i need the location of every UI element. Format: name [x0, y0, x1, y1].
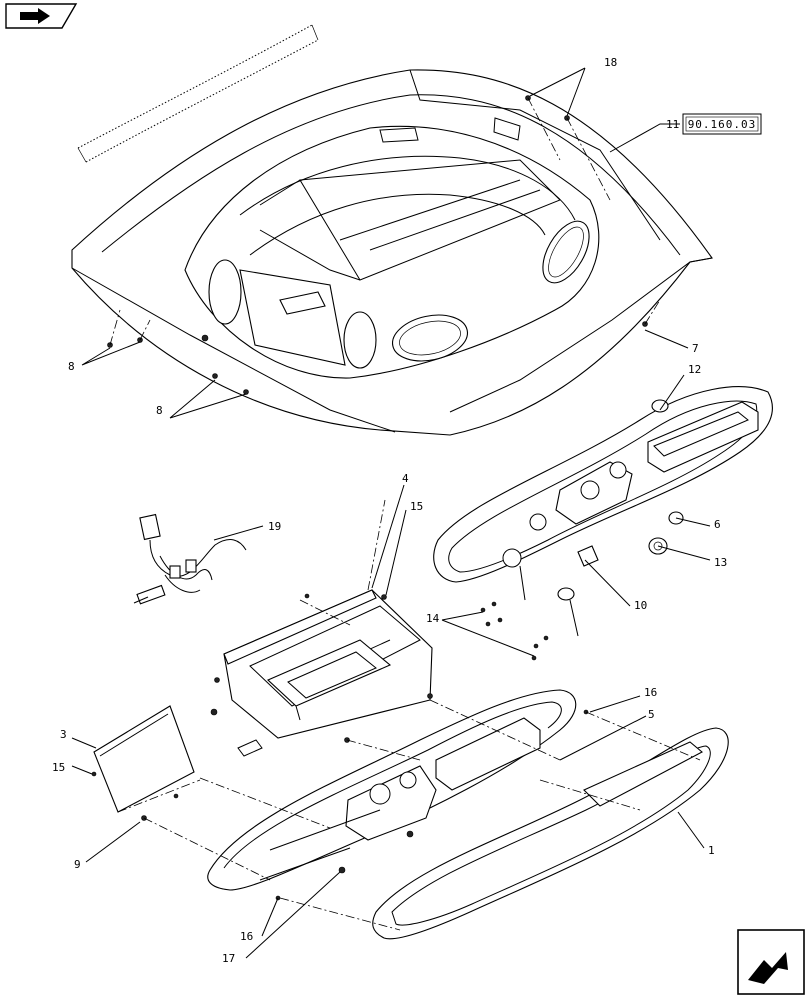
callout-18: 18 [604, 56, 617, 69]
upper-console [433, 386, 773, 583]
callout-13: 13 [714, 556, 727, 569]
back-arrow-icon[interactable] [5, 3, 78, 29]
callout-16-left: 16 [240, 930, 253, 943]
reference-code: 90.160.03 [688, 118, 757, 131]
console-hardware [480, 399, 684, 661]
callout-11: 11 [666, 118, 679, 131]
callout-7: 7 [692, 342, 699, 355]
callout-6: 6 [714, 518, 721, 531]
roof-shell [71, 69, 713, 436]
wiring-harness [133, 513, 247, 605]
callout-15-lower: 15 [52, 761, 65, 774]
reference-box: 90.160.03 [682, 113, 762, 135]
callout-labels: 18 11 7 8 8 12 4 15 19 6 13 10 14 16 5 3… [52, 56, 727, 965]
trim-bezel [372, 727, 729, 940]
callout-9: 9 [74, 858, 81, 871]
lower-console [207, 689, 589, 901]
next-page-arrow-icon[interactable] [737, 929, 805, 995]
callout-14: 14 [426, 612, 440, 625]
weather-strip [77, 24, 319, 163]
callout-8-upper: 8 [68, 360, 75, 373]
callout-16-right: 16 [644, 686, 657, 699]
callout-12: 12 [688, 363, 701, 376]
callout-5: 5 [648, 708, 655, 721]
callout-17: 17 [222, 952, 235, 965]
callout-8-lower: 8 [156, 404, 163, 417]
callout-4: 4 [402, 472, 409, 485]
roof-screws [107, 95, 661, 395]
callout-10: 10 [634, 599, 647, 612]
callout-3: 3 [60, 728, 67, 741]
mounting-bracket [210, 499, 433, 757]
callout-19: 19 [268, 520, 281, 533]
callout-1: 1 [708, 844, 715, 857]
alignment-lines [117, 699, 701, 931]
callout-15-upper: 15 [410, 500, 423, 513]
cover-plate [91, 705, 195, 821]
leader-lines [71, 67, 711, 959]
